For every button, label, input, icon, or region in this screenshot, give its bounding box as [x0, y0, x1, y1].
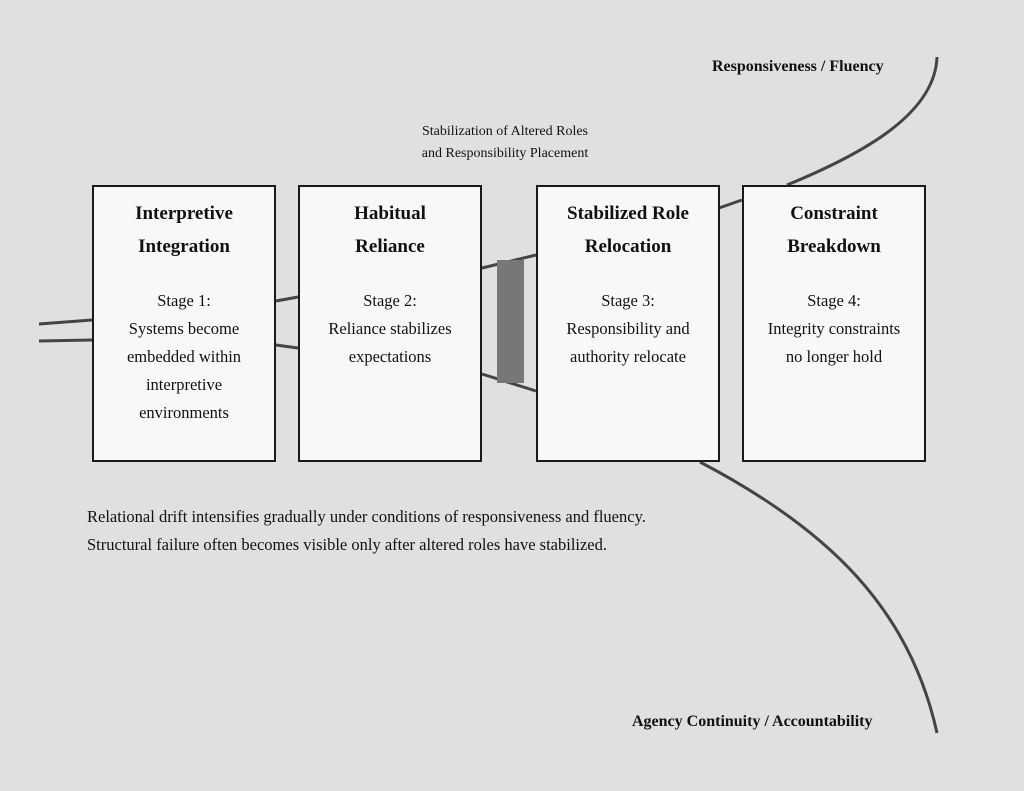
responsiveness-fluency-label: Responsiveness / Fluency — [712, 58, 884, 75]
title-line: Relocation — [584, 236, 672, 257]
connector-1-2-lower — [275, 343, 299, 350]
title-line: Breakdown — [787, 236, 881, 257]
entry-line-upper — [38, 318, 93, 326]
title-line: Integration — [138, 236, 230, 257]
annotation-line: Stabilization of Altered Roles — [421, 124, 589, 139]
stage-description: Stage 2: Reliance stabilizes expectation… — [300, 287, 480, 371]
diagram-caption: Relational drift intensifies gradually u… — [87, 503, 646, 559]
stabilization-bar — [497, 260, 524, 383]
caption-line: Relational drift intensifies gradually u… — [87, 507, 646, 526]
stage-title: Habitual Reliance — [300, 197, 480, 263]
description-line: Systems become — [128, 319, 240, 338]
description-line: Reliance stabilizes — [328, 319, 452, 338]
description-line: no longer hold — [785, 347, 883, 366]
agency-accountability-label: Agency Continuity / Accountability — [632, 713, 873, 730]
annotation-line: and Responsibility Placement — [421, 146, 589, 161]
stage-title: Constraint Breakdown — [744, 197, 924, 263]
entry-line-lower — [38, 338, 93, 343]
responsiveness-curve — [786, 56, 939, 187]
description-line: interpretive — [145, 375, 223, 394]
description-line: expectations — [348, 347, 432, 366]
description-line: environments — [139, 403, 229, 422]
stage-3-box: Stabilized Role Relocation Stage 3: Resp… — [536, 185, 720, 462]
description-line: Integrity constraints — [767, 319, 901, 338]
description-line: embedded within — [126, 347, 242, 366]
stage-label: Stage 1: — [157, 291, 211, 310]
title-line: Habitual — [354, 203, 426, 224]
connector-1-2-upper — [275, 295, 299, 303]
stage-description: Stage 1: Systems become embedded within … — [94, 287, 274, 427]
stage-2-box: Habitual Reliance Stage 2: Reliance stab… — [298, 185, 482, 462]
title-line: Constraint — [790, 203, 878, 224]
stabilization-annotation: Stabilization of Altered Roles and Respo… — [380, 121, 630, 165]
stage-1-box: Interpretive Integration Stage 1: System… — [92, 185, 276, 462]
stage-label: Stage 2: — [363, 291, 417, 310]
description-line: Responsibility and — [566, 319, 690, 338]
connector-3-4 — [718, 198, 743, 210]
stage-title: Interpretive Integration — [94, 197, 274, 263]
description-line: authority relocate — [570, 347, 686, 366]
title-line: Interpretive — [135, 203, 233, 224]
stage-4-box: Constraint Breakdown Stage 4: Integrity … — [742, 185, 926, 462]
title-line: Reliance — [355, 236, 425, 257]
caption-line: Structural failure often becomes visible… — [87, 535, 608, 554]
stage-label: Stage 3: — [601, 291, 655, 310]
stage-label: Stage 4: — [807, 291, 861, 310]
stage-description: Stage 4: Integrity constraints no longer… — [744, 287, 924, 371]
stage-title: Stabilized Role Relocation — [538, 197, 718, 263]
title-line: Stabilized Role — [567, 203, 689, 224]
stage-description: Stage 3: Responsibility and authority re… — [538, 287, 718, 371]
accountability-curve — [699, 460, 939, 734]
